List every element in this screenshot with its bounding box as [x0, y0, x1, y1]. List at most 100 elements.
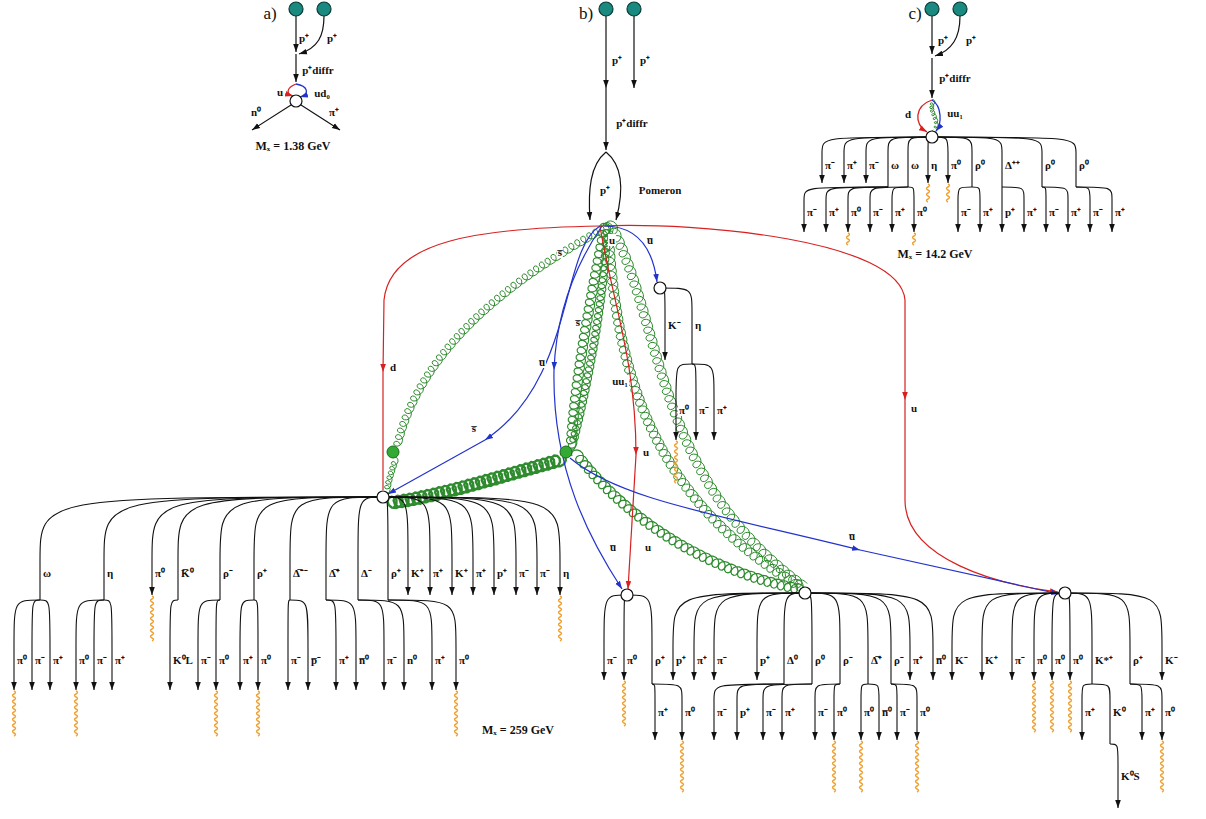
particle-line [652, 684, 682, 740]
quark-label: d [389, 361, 397, 373]
particle-label: K⁺ [454, 567, 469, 579]
particle-line [383, 497, 537, 595]
particle-label: p⁺ [298, 32, 310, 44]
gluon-line [567, 223, 610, 450]
particle-line [804, 187, 888, 232]
particle-line [1002, 187, 1024, 232]
particle-label: η [562, 567, 570, 579]
particle-label: K⁻ [954, 654, 969, 666]
particle-line [600, 225, 905, 400]
particle-label: π⁰ [850, 206, 862, 218]
particle-label: Δ⁰ [786, 654, 799, 666]
particle-label: π⁺ [52, 654, 64, 666]
particle-line [784, 593, 805, 684]
particle-label: π⁰ [1054, 654, 1066, 666]
particle-label: K⁺ [984, 654, 999, 666]
particle-line [805, 593, 910, 680]
particle-line [660, 288, 665, 360]
particle-line [290, 600, 308, 690]
particle-line [1042, 187, 1068, 232]
particle-line [220, 497, 383, 600]
particle-line [932, 100, 940, 131]
particle-label: K⁻ [1164, 654, 1179, 666]
quark-label: uu₁ [946, 107, 964, 119]
particle-label: ρ⁰ [1044, 159, 1056, 171]
particle-line [1042, 187, 1046, 232]
quark-label: s̅ [575, 316, 581, 328]
particle-label: K*⁺ [1094, 654, 1114, 666]
particle-line [326, 497, 383, 600]
particle-label: π⁺ [894, 206, 906, 218]
particle-line [388, 440, 485, 494]
particle-label: ρ⁻ [222, 567, 234, 579]
quark-label: u [910, 402, 918, 414]
photon-line [681, 741, 684, 792]
particle-line [104, 600, 112, 690]
quark-label: u̅ [848, 530, 856, 542]
particle-label: ρ⁰ [974, 159, 986, 171]
photon-line [675, 441, 678, 483]
particle-line [908, 137, 932, 187]
particle-label: p⁺diffr [938, 72, 972, 84]
particle-label: π⁰ [154, 567, 166, 579]
particle-line [178, 497, 383, 600]
particle-line [958, 187, 972, 232]
photon-line [623, 681, 626, 726]
particle-label: π⁺ [328, 106, 340, 118]
particle-label: π⁻ [716, 654, 728, 666]
particle-line [694, 593, 805, 680]
photon-line [257, 691, 260, 736]
particle-line [932, 137, 1076, 187]
particle-line [358, 600, 384, 690]
particle-label: ρ⁺ [390, 567, 402, 579]
gluon-line [571, 450, 804, 593]
particle-line [1001, 187, 1002, 232]
proton-beam [925, 2, 939, 16]
particle-label: p⁺ [599, 184, 611, 196]
vertex [377, 491, 389, 503]
particle-label: π⁻ [899, 706, 911, 718]
particle-label: ρ⁻ [842, 654, 854, 666]
particle-label: p⁺ [639, 54, 651, 66]
particle-line [1130, 684, 1162, 740]
quark-label: u [608, 234, 616, 246]
particle-label: π⁰ [684, 706, 696, 718]
photon-line [455, 691, 458, 736]
particle-line [714, 593, 805, 680]
particle-label: π⁻ [96, 654, 108, 666]
particle-label: n⁰ [250, 106, 262, 118]
particle-line [763, 684, 812, 740]
particle-label: π⁻ [386, 654, 398, 666]
particle-label: π⁰ [260, 654, 272, 666]
particle-label: π⁺ [716, 404, 728, 416]
particle-label: π⁺ [784, 706, 796, 718]
photon-line [1051, 681, 1054, 732]
mass-label: Mₓ = 1.38 GeV [255, 139, 332, 153]
particle-line [104, 497, 383, 600]
particle-label: π⁰ [16, 654, 28, 666]
vertex [1059, 587, 1071, 599]
particle-line [1065, 593, 1070, 680]
particle-label: π⁰ [863, 706, 875, 718]
particle-label: K⁰ [1112, 706, 1127, 718]
particle-label: p⁺ [496, 567, 508, 579]
particle-line [301, 105, 340, 130]
particle-label: η [930, 159, 938, 171]
proton-beam [289, 2, 303, 16]
particle-label: π⁻ [716, 706, 728, 718]
particle-line [633, 16, 634, 88]
photon-line [215, 691, 218, 736]
particle-line [932, 137, 1042, 187]
particle-line [288, 84, 296, 96]
particle-label: π⁻ [1048, 206, 1060, 218]
particle-label: π⁺ [114, 654, 126, 666]
particle-line [870, 187, 908, 232]
particle-label: n̅⁰ [935, 654, 947, 666]
particle-line [1065, 593, 1130, 684]
particle-label: π⁻ [518, 567, 530, 579]
panel-letter: c) [907, 5, 922, 23]
particle-label: p⁺ [937, 34, 949, 46]
particle-label: π⁰ [1036, 654, 1048, 666]
particle-line [554, 370, 622, 589]
